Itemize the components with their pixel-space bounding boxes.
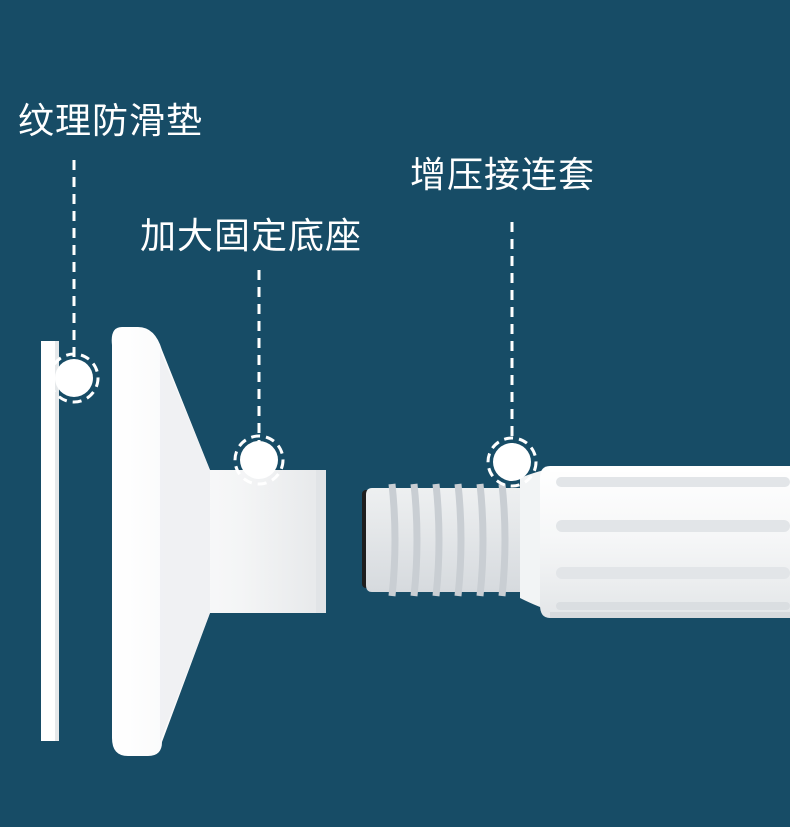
marker-pad: [48, 352, 100, 404]
pressure-sleeve: [362, 466, 790, 618]
marker-sleeve: [486, 436, 538, 488]
thread-ridges: [388, 483, 509, 597]
label-anti-slip-pad: 纹理防滑垫: [18, 101, 204, 142]
marker-base: [233, 434, 285, 486]
label-fixed-base: 加大固定底座: [140, 216, 363, 257]
sleeve-grooves: [556, 477, 790, 610]
anti-slip-pad: [41, 341, 59, 741]
fixed-base: [111, 327, 326, 756]
label-pressure-sleeve: 增压接连套: [410, 155, 596, 196]
